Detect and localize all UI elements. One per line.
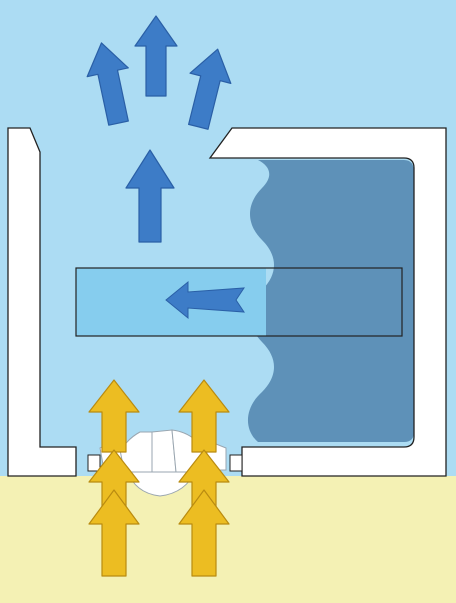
- ground-region: [0, 476, 456, 603]
- arrow-up-right-icon: [188, 48, 232, 130]
- arrow-up-icon: [134, 15, 178, 97]
- gap-piece-left: [87, 454, 101, 472]
- arrow-up-left-icon: [86, 42, 129, 126]
- gap-piece-right: [229, 454, 243, 472]
- arrow-up-icon: [178, 489, 230, 577]
- dark-block: [247, 160, 414, 442]
- right-wall: [208, 127, 447, 477]
- arrow-up-icon: [88, 489, 140, 577]
- arrow-left-icon: [165, 280, 245, 320]
- band-outline: [75, 267, 403, 337]
- left-wall: [7, 127, 77, 477]
- yellow-arrow-group: [88, 379, 230, 577]
- arrow-up-icon: [125, 149, 175, 243]
- blue-arrow-group: [86, 15, 245, 320]
